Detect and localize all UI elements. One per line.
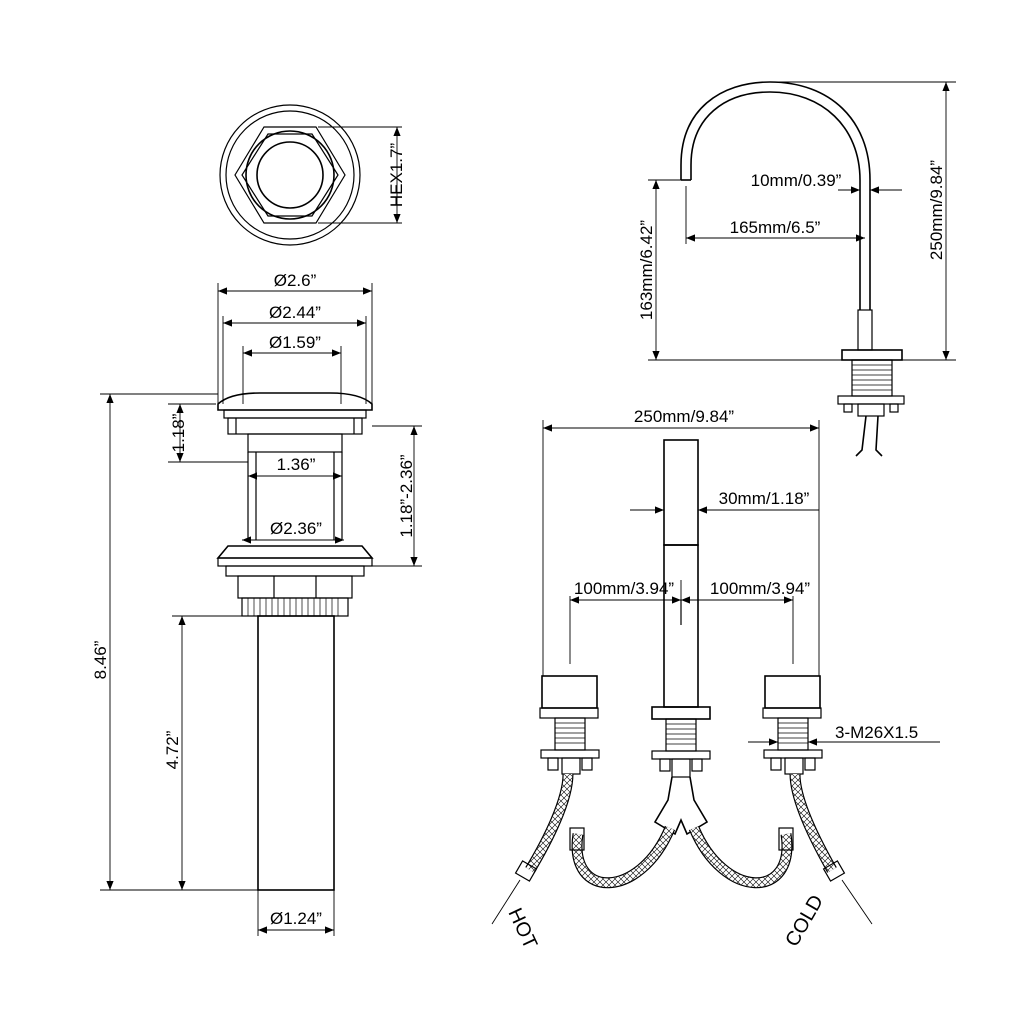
height-range-label: 1.18”-2.36” — [397, 454, 416, 537]
dia-nut-label: Ø2.36” — [270, 519, 322, 538]
dia-cap-label: Ø1.59” — [269, 333, 321, 352]
reach-label: 165mm/6.5” — [730, 218, 821, 237]
hot-label: HOT — [503, 905, 541, 953]
right-spacing-label: 100mm/3.94” — [710, 579, 810, 598]
drain-side-view: Ø2.6” Ø2.44” Ø1.59” 1.18” 1.36” — [91, 271, 422, 936]
overall-width-label: 250mm/9.84” — [634, 407, 734, 426]
tail-height-label: 4.72” — [163, 730, 182, 769]
dia-outer-label: Ø2.6” — [274, 271, 317, 290]
faucet-front-view: 250mm/9.84” 30mm/1.18” 100mm/3.94” 100mm… — [491, 407, 940, 953]
mixer-hoses — [569, 825, 794, 889]
thread-label: 3-M26X1.5 — [835, 723, 918, 742]
spout-dia-label: 10mm/0.39” — [751, 171, 842, 190]
height-cap-label: 1.18” — [169, 413, 188, 452]
cold-label: COLD — [781, 891, 828, 950]
dia-flange-label: Ø2.44” — [269, 303, 321, 322]
dia-tail-label: Ø1.24” — [270, 909, 322, 928]
spout-side-view: 10mm/0.39” 165mm/6.5” 163mm/6.42” 250mm/… — [637, 81, 956, 457]
total-height-side-label: 250mm/9.84” — [927, 160, 946, 260]
left-spacing-label: 100mm/3.94” — [574, 579, 674, 598]
cold-hose — [789, 773, 846, 882]
drain-top-view: HEX1.7” — [219, 104, 406, 246]
spout-width-label: 30mm/1.18” — [719, 489, 810, 508]
total-height-label: 8.46” — [91, 640, 110, 679]
spout-height-label: 163mm/6.42” — [637, 220, 656, 320]
hot-hose — [514, 773, 574, 882]
neck-width-label: 1.36” — [277, 455, 316, 474]
hex-label: HEX1.7” — [387, 143, 406, 208]
